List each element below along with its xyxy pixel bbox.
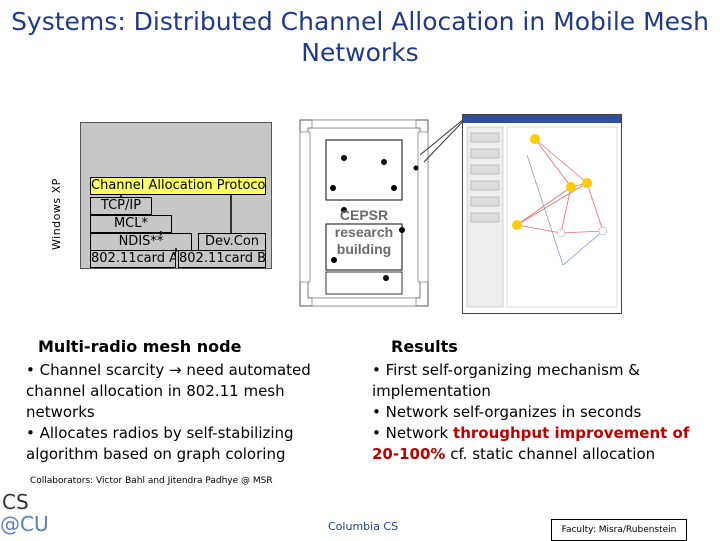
logo-line1: CS [2, 490, 29, 514]
page-title: Systems: Distributed Channel Allocation … [11, 7, 709, 67]
os-label: Windows XP [50, 178, 63, 250]
left-bullet-1: • Channel scarcity [26, 361, 165, 379]
application-screenshot [462, 114, 622, 314]
throughput-highlight: throughput improvement of 20-100% [372, 424, 690, 463]
stack-layer-tcpip: TCP/IP [90, 197, 152, 215]
faculty-box: Faculty: Misra/Rubenstein [551, 519, 687, 541]
stack-layer-mcl: MCL* [90, 215, 172, 233]
stack-layer-card-b: 802.11card B [178, 250, 266, 268]
left-section-heading: Multi-radio mesh node [38, 337, 242, 356]
right-section-body: • First self-organizing mechanism & impl… [372, 360, 702, 465]
stack-arrows [120, 194, 232, 252]
right-bullet-2: • Network self-organizes in seconds [372, 403, 642, 421]
building-label-line2: research [335, 224, 393, 240]
left-bullet-2: • Allocates radios by self-stabilizing a… [26, 424, 294, 463]
stack-layer-card-a: 802.11card A [90, 250, 176, 268]
collaborators-line: Collaborators: Victor Bahl and Jitendra … [30, 476, 273, 486]
right-section-heading: Results [391, 337, 458, 356]
cs-cu-logo: CS @CU [0, 490, 49, 540]
right-bullet-3-cont: cf. static channel allocation [450, 445, 656, 463]
protocol-stack-diagram: Channel Allocation Protocol TCP/IP MCL* … [80, 122, 272, 269]
building-label-line1: CEPSR [340, 207, 388, 223]
right-bullet-1: • First self-organizing mechanism & impl… [372, 361, 640, 400]
floorplan-drawing: CEPSR research building [299, 119, 429, 307]
logo-line2: @CU [0, 512, 49, 536]
building-floorplan: CEPSR research building [298, 118, 430, 308]
right-bullet-3: • Network [372, 424, 449, 442]
stack-layer-channel-allocation: Channel Allocation Protocol [90, 177, 266, 195]
left-bullet-1-cont: need automated channel allocation in 802… [26, 361, 311, 421]
building-label-line3: building [337, 241, 391, 257]
screenshot-graph [463, 115, 621, 308]
left-section-body: • Channel scarcity → need automated chan… [26, 360, 356, 465]
arrow-icon: → [169, 361, 187, 379]
footer-department: Columbia CS [328, 520, 399, 533]
